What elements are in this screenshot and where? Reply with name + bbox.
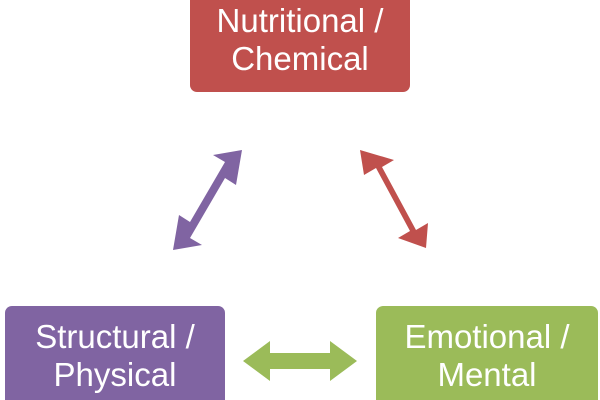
node-structural-physical: Structural / Physical — [5, 306, 225, 400]
arrow-left-right — [243, 341, 357, 381]
node-nutritional-chemical: Nutritional / Chemical — [190, 0, 410, 92]
node-label: Nutritional / Chemical — [216, 2, 384, 77]
node-label: Emotional / Mental — [404, 318, 570, 393]
arrow-top-right — [360, 150, 428, 248]
node-emotional-mental: Emotional / Mental — [376, 306, 598, 400]
node-label: Structural / Physical — [35, 318, 195, 393]
arrow-top-left — [173, 150, 242, 250]
